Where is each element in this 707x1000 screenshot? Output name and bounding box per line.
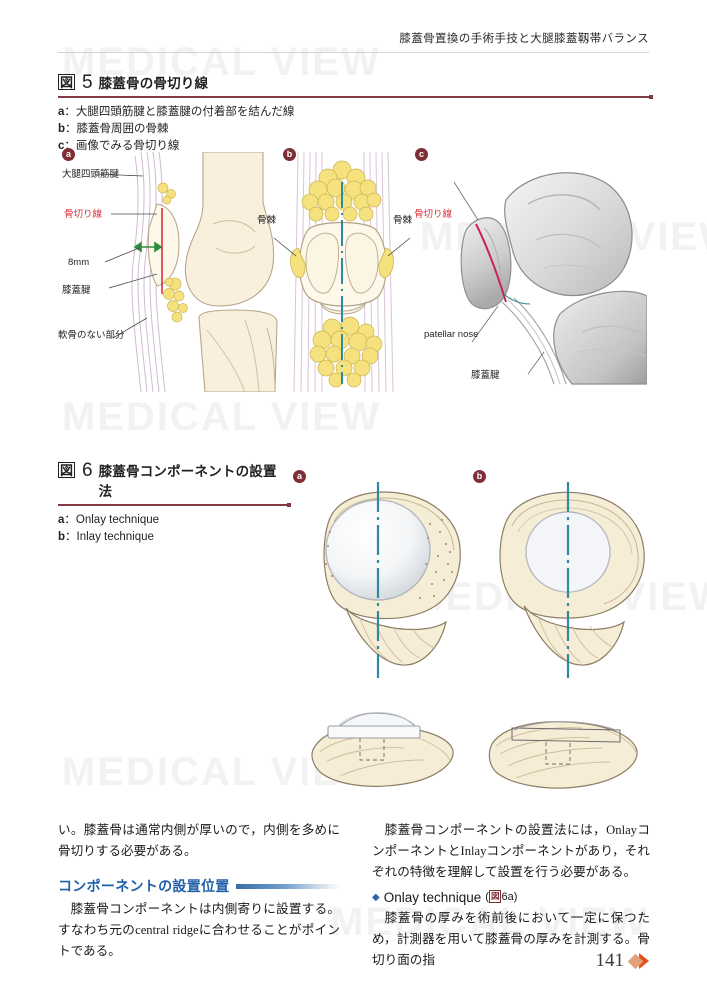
legend-item: b：膝蓋骨周囲の骨棘 (58, 122, 169, 135)
legend-key: a (58, 105, 65, 118)
label-no-cartilage: 軟骨のない部分 (58, 330, 125, 341)
right-paragraph-2: 膝蓋骨の厚みを術前後において一定に保つため，計測器を用いて膝蓋骨の厚みを計測する… (372, 911, 650, 967)
legend-key: a (58, 513, 65, 526)
diamond-bullet-icon: ◆ (372, 891, 380, 903)
label-patellar-tendon-c: 膝蓋腱 (471, 370, 500, 381)
ref-figure-box: 図 (488, 890, 502, 903)
figure-6-panel-a-side-view (311, 712, 454, 787)
right-paragraph-1: 膝蓋骨コンポーネントの設置法には，OnlayコンポーネントとInlayコンポーネ… (372, 823, 650, 879)
legend-key: c (58, 139, 65, 152)
label-cut-line-c: 骨切り線 (414, 209, 453, 220)
watermark: MEDICAL VIEW (62, 395, 381, 439)
legend-text: 大腿四頭筋腱と膝蓋腱の付着部を結んだ線 (75, 105, 295, 118)
label-cut-line: 骨切り線 (64, 209, 103, 220)
subsection-heading-text: Onlay technique (383, 890, 482, 905)
ref-prefix: ( (485, 891, 489, 903)
panel-marker-a: a (62, 148, 75, 161)
panel-marker-b-fig6: b (473, 470, 486, 483)
ref-suffix: ) (513, 891, 518, 903)
page-number: 141 (595, 950, 625, 971)
figure-5-panel-b-illustration (273, 152, 411, 392)
figure-6-title: 膝蓋骨コンポーネントの設置法 (98, 464, 277, 499)
label-osteophyte-right: 骨棘 (393, 215, 413, 226)
figure-6-panel-a-top-view (323, 482, 461, 678)
watermark: MEDICAL VIEW (330, 900, 649, 944)
figure-6-block: 図 6 膝蓋骨コンポーネントの設置法 a：Onlay technique b：I… (58, 460, 291, 546)
legend-item: b：Inlay technique (58, 530, 154, 543)
figure-6-panel-b-side-view (488, 721, 638, 789)
label-thickness-8mm: 8mm (68, 257, 90, 268)
legend-item: c：画像でみる骨切り線 (58, 139, 180, 152)
label-patellar-tendon: 膝蓋腱 (62, 285, 91, 296)
figure-5-panel-a-illustration (96, 152, 278, 392)
figure-5-label: 図 (58, 74, 76, 90)
figure-5-rule (58, 95, 653, 99)
panel-marker-c: c (415, 148, 428, 161)
section-heading-bar (235, 884, 340, 889)
watermark: MEDICAL VIEW (62, 40, 381, 84)
figure-6-legend: a：Onlay technique b：Inlay technique (58, 512, 288, 546)
figure-6-heading: 図 6 膝蓋骨コンポーネントの設置法 (58, 460, 288, 500)
panel-marker-b: b (283, 148, 296, 161)
running-head: 膝蓋骨置換の手術手技と大腿膝蓋靱帯バランス (399, 33, 649, 45)
ref-figure-number: 6a (501, 891, 514, 903)
figure-6-rule (58, 503, 291, 507)
page-marker-icon (627, 953, 649, 969)
left-paragraph-2: 膝蓋骨コンポーネントは内側寄りに設置する。すなわち元のcentral ridge… (58, 902, 340, 958)
legend-text: Onlay technique (75, 513, 160, 526)
chevron-right-icon (639, 953, 649, 969)
legend-text: Inlay technique (76, 530, 154, 543)
header-divider (58, 52, 649, 53)
panel-marker-a-fig6: a (293, 470, 306, 483)
body-column-right: 膝蓋骨コンポーネントの設置法には，OnlayコンポーネントとInlayコンポーネ… (372, 820, 650, 971)
figure-5-legend: a：大腿四頭筋腱と膝蓋腱の付着部を結んだ線 b：膝蓋骨周囲の骨棘 c：画像でみる… (58, 104, 650, 155)
figure-5-heading: 図 5 膝蓋骨の骨切り線 (58, 72, 650, 92)
label-quadriceps-tendon: 大腿四頭筋腱 (62, 169, 120, 180)
figure-6-panel-b-top-view (499, 482, 645, 678)
figure-5-number: 5 (82, 72, 93, 93)
legend-key: b (58, 530, 66, 543)
figure-6-number: 6 (82, 460, 93, 481)
section-heading-text: コンポーネントの設置位置 (58, 878, 230, 894)
left-paragraph-1: い。膝蓋骨は通常内側が厚いので，内側を多めに骨切りする必要がある。 (58, 823, 340, 858)
legend-item: a：大腿四頭筋腱と膝蓋腱の付着部を結んだ線 (58, 105, 295, 118)
legend-item: a：Onlay technique (58, 513, 160, 526)
page-number-block: 141 (595, 950, 649, 972)
section-heading-component-position: コンポーネントの設置位置 (58, 876, 340, 897)
legend-text: 膝蓋骨周囲の骨棘 (76, 122, 169, 135)
legend-text: 画像でみる骨切り線 (75, 139, 180, 152)
body-column-left: い。膝蓋骨は通常内側が厚いので，内側を多めに骨切りする必要がある。 コンポーネン… (58, 820, 340, 962)
figure-5-block: 図 5 膝蓋骨の骨切り線 a：大腿四頭筋腱と膝蓋腱の付着部を結んだ線 b：膝蓋骨… (58, 72, 653, 155)
label-osteophyte-left: 骨棘 (257, 215, 277, 226)
figure-5-panel-c-illustration (453, 172, 647, 385)
figure-5-title: 膝蓋骨の骨切り線 (98, 76, 209, 91)
figure-6-label: 図 (58, 462, 76, 478)
legend-key: b (58, 122, 66, 135)
label-patellar-nose: patellar nose (424, 329, 479, 340)
